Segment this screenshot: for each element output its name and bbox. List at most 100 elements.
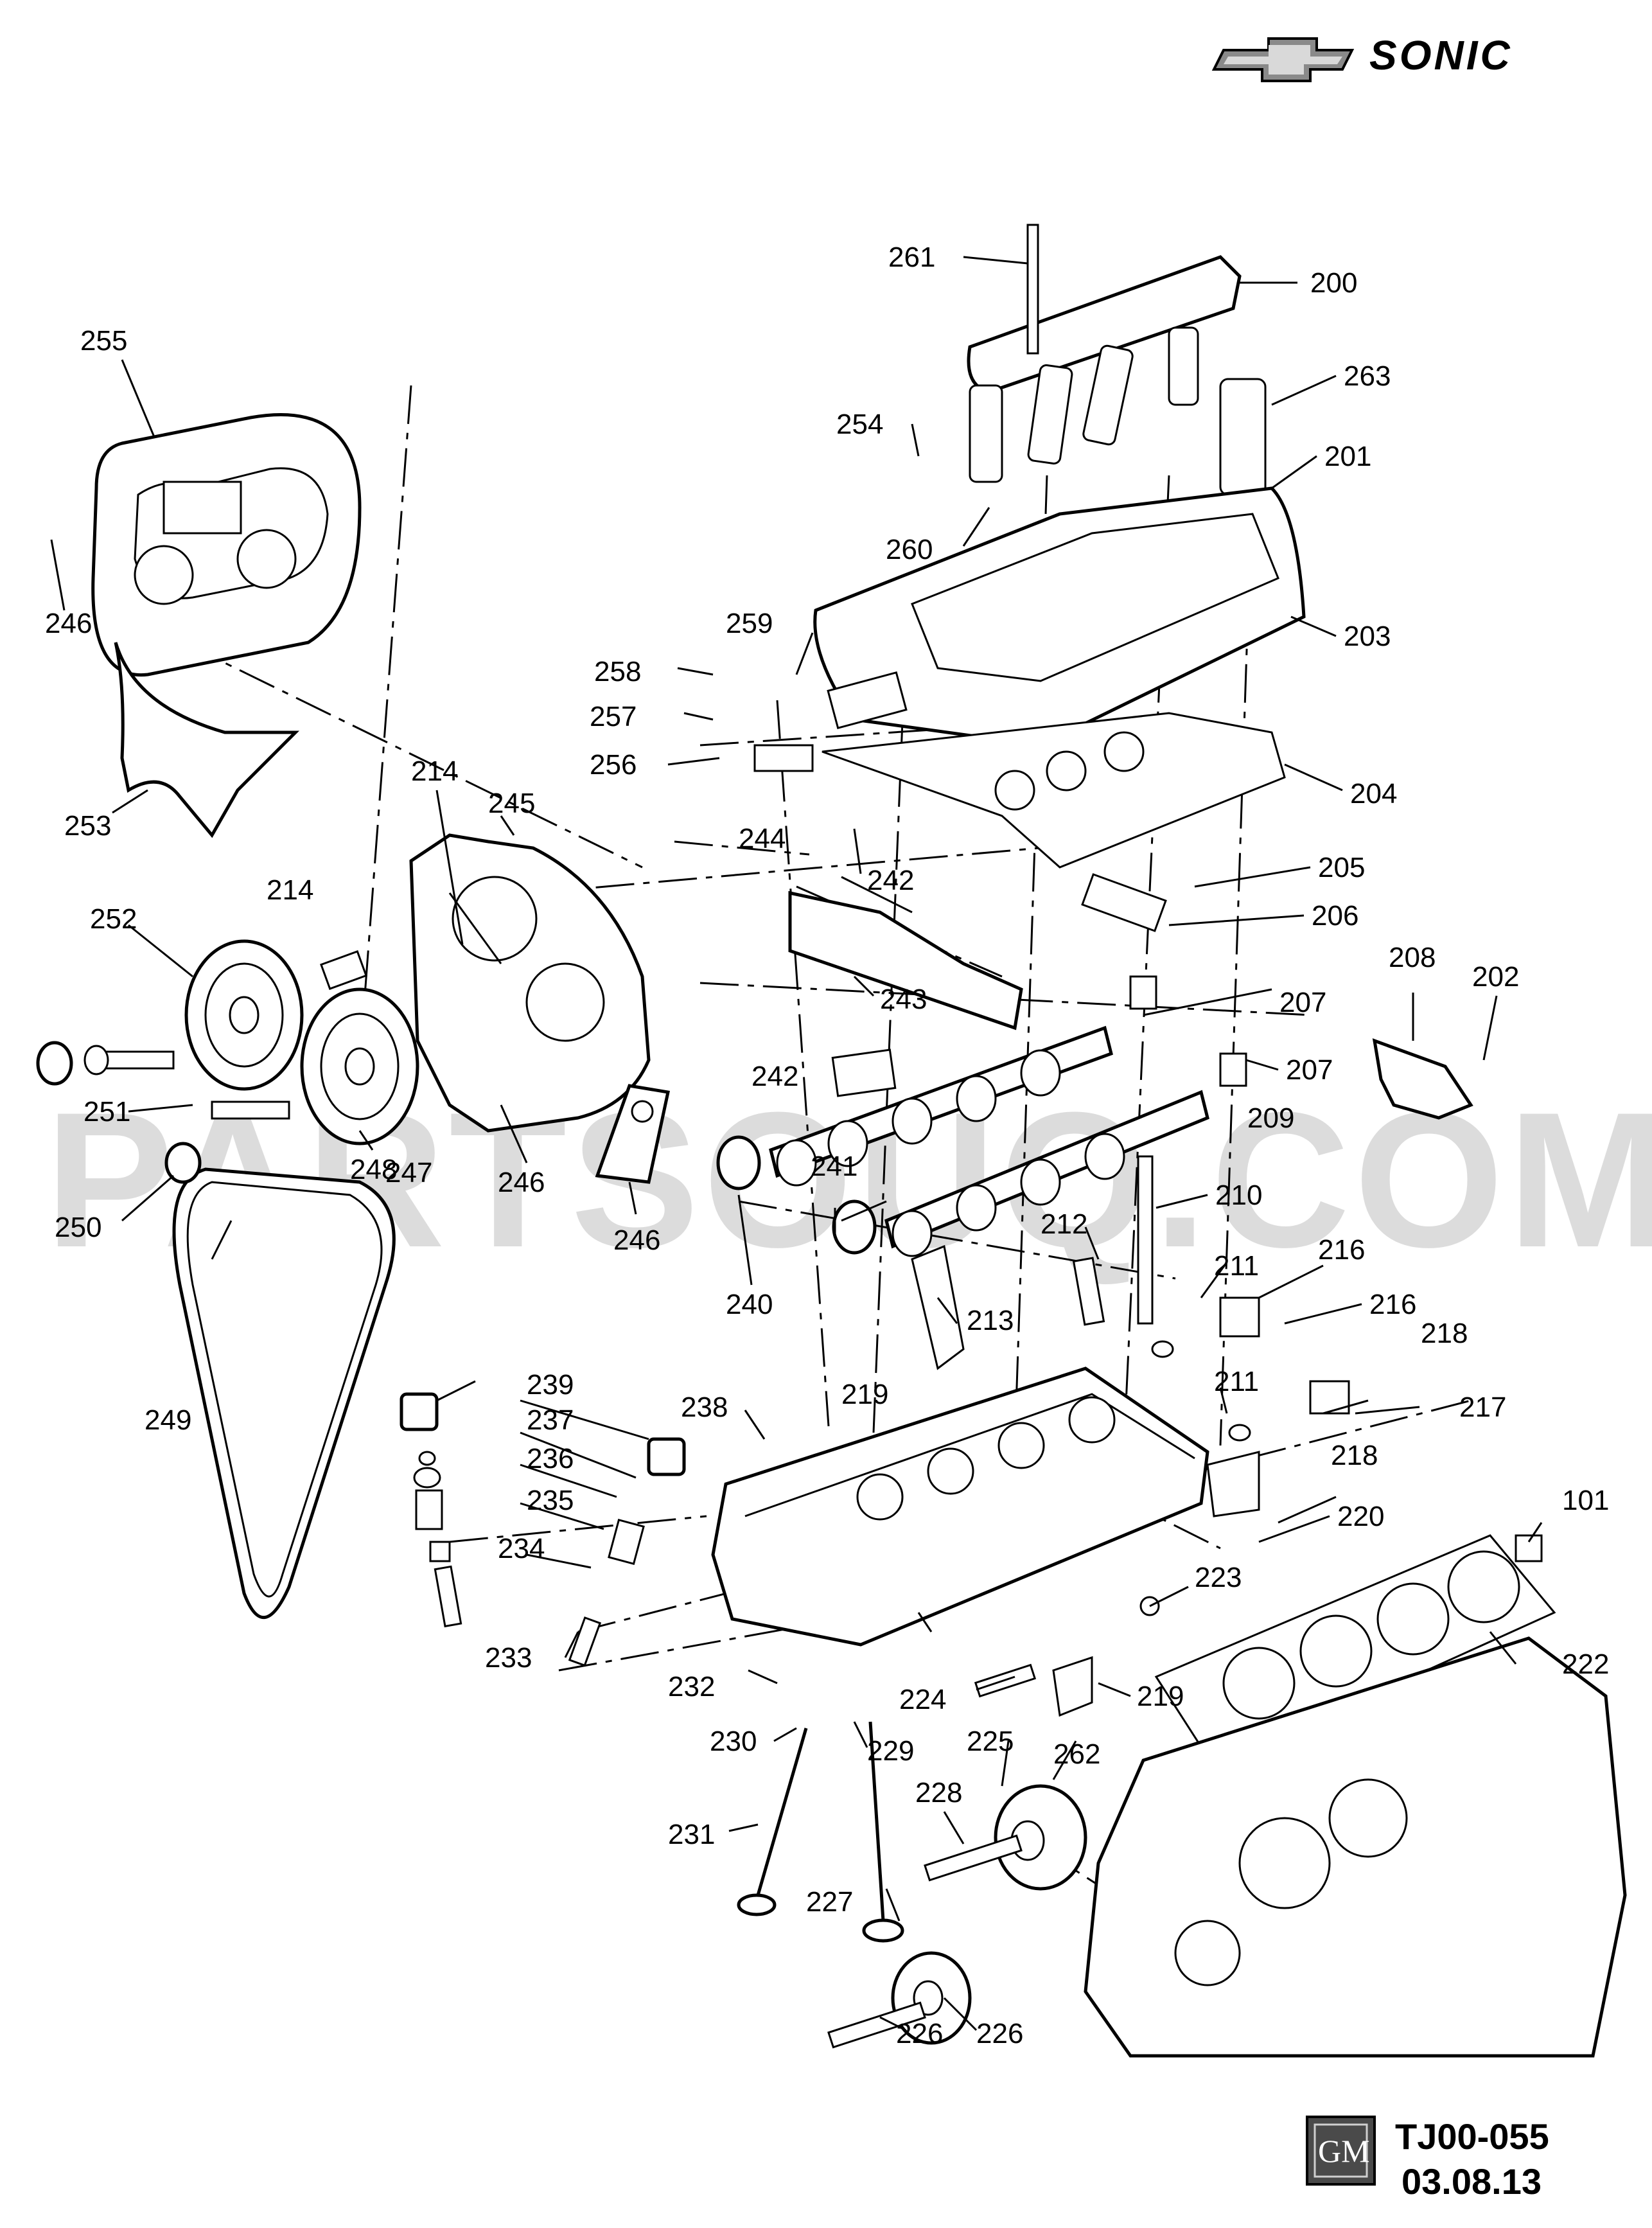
- engine-block: [1084, 1636, 1627, 2058]
- label-216b: 217: [1459, 1392, 1506, 1423]
- label-228: 229: [867, 1735, 914, 1767]
- harness-bracket: [1372, 1038, 1473, 1120]
- label-250: 250: [55, 1212, 101, 1243]
- camshaft-bearing-caps: [788, 890, 1023, 1097]
- timing-belt: [172, 1167, 396, 1620]
- label-235: 236: [527, 1443, 574, 1474]
- label-253: 253: [64, 810, 111, 842]
- label-241: 242: [751, 1061, 798, 1092]
- rear-timing-cover: [409, 833, 651, 1133]
- label-242a: 242: [867, 865, 914, 896]
- label-211a: 211: [1214, 1250, 1259, 1282]
- idler-pulleys: [827, 1784, 1087, 2049]
- label-207a: 207: [1279, 987, 1326, 1018]
- label-259: 259: [726, 608, 773, 639]
- label-238: 238: [681, 1392, 728, 1423]
- label-208: 208: [1389, 942, 1436, 973]
- label-246a: 246: [45, 608, 92, 639]
- model-name: SONIC: [1369, 32, 1513, 78]
- label-256: 256: [590, 749, 637, 781]
- label-225: 226: [896, 2018, 943, 2049]
- chevrolet-bowtie-icon: [1211, 37, 1355, 82]
- label-201: 201: [1324, 441, 1371, 472]
- label-220: 222: [1562, 1649, 1609, 1680]
- label-252: 252: [90, 903, 137, 935]
- sprocket-bolts: [36, 950, 367, 1184]
- sensor-bracket: [595, 1084, 670, 1184]
- label-219b: 220: [1337, 1501, 1384, 1532]
- label-217: 218: [1421, 1318, 1468, 1349]
- part-number-labels: 261 200 263 254 201 260 203 259 258 257 …: [45, 242, 1609, 2049]
- label-214a: 214: [411, 756, 458, 787]
- label-210: 210: [1215, 1180, 1262, 1211]
- label-216a: 216: [1369, 1289, 1416, 1320]
- valves: [737, 1721, 904, 1943]
- label-236: 237: [527, 1404, 574, 1436]
- label-232: 233: [485, 1642, 532, 1674]
- label-218b: 219: [1137, 1681, 1184, 1712]
- label-245: 246: [613, 1225, 660, 1256]
- label-248: 248: [350, 1154, 397, 1185]
- label-244: 245: [488, 788, 535, 819]
- label-255: 255: [80, 325, 127, 357]
- label-203: 203: [1344, 621, 1391, 652]
- label-231: 232: [668, 1671, 715, 1702]
- leader-lines: [50, 256, 1543, 2031]
- label-254: 254: [836, 409, 883, 440]
- camshaft-sprocket-intake: [184, 939, 304, 1091]
- label-258: 258: [594, 656, 641, 687]
- label-206: 206: [1312, 900, 1358, 932]
- label-230: 231: [668, 1819, 715, 1850]
- spark-plug: [1072, 1257, 1105, 1326]
- valve-cover: [813, 486, 1306, 747]
- label-209: 209: [1247, 1102, 1294, 1134]
- label-234: 235: [527, 1485, 574, 1516]
- label-101: 101: [1562, 1485, 1609, 1516]
- cylinder-head-bolt: [1137, 1155, 1154, 1325]
- label-246b: 246: [498, 1167, 545, 1198]
- camshafts: [769, 1025, 1209, 1257]
- label-261: 261: [888, 242, 935, 273]
- label-219a: 219: [841, 1379, 888, 1410]
- label-239: 240: [726, 1289, 773, 1320]
- label-212: 212: [1041, 1208, 1087, 1240]
- gm-logo-text: GM: [1318, 2133, 1370, 2169]
- valve-train-parts: [400, 1392, 686, 1667]
- label-200: 200: [1310, 267, 1357, 299]
- timing-cover-lower: [114, 642, 300, 838]
- label-263: 263: [1344, 360, 1391, 392]
- label-204: 204: [1350, 778, 1397, 809]
- misc-parts: [753, 671, 1543, 1717]
- valve-cover-gasket: [822, 712, 1286, 869]
- ignition-coil-pack: [967, 224, 1267, 496]
- label-224: 226: [976, 2018, 1023, 2049]
- cylinder-head-gasket: [1154, 1534, 1556, 1768]
- label-247: 247: [385, 1157, 432, 1189]
- label-229: 230: [710, 1726, 757, 1757]
- label-205: 205: [1318, 852, 1365, 883]
- label-218a: 218: [1331, 1440, 1378, 1471]
- label-240: 241: [811, 1151, 857, 1182]
- label-202: 202: [1472, 961, 1519, 993]
- label-222: 224: [899, 1684, 946, 1715]
- label-226: 228: [915, 1777, 962, 1808]
- label-242b: 243: [880, 984, 927, 1015]
- camshaft-seals: [716, 1135, 877, 1255]
- label-207b: 207: [1286, 1054, 1333, 1086]
- timing-cover-upper: [91, 413, 362, 677]
- label-223: 225: [967, 1726, 1014, 1757]
- label-213: 213: [967, 1305, 1014, 1336]
- label-243: 244: [739, 823, 786, 854]
- label-215: 216: [1318, 1234, 1365, 1266]
- label-237: 239: [527, 1369, 574, 1401]
- label-251: 251: [83, 1096, 130, 1127]
- label-227: 227: [806, 1886, 853, 1918]
- label-221: 223: [1195, 1562, 1242, 1593]
- label-262: 262: [1053, 1738, 1100, 1770]
- diagram-reference-code: TJ00-055: [1395, 2116, 1549, 2157]
- label-257: 257: [590, 701, 637, 732]
- cylinder-head: [711, 1366, 1209, 1647]
- label-249: 249: [145, 1404, 191, 1436]
- label-211b: 211: [1214, 1366, 1259, 1397]
